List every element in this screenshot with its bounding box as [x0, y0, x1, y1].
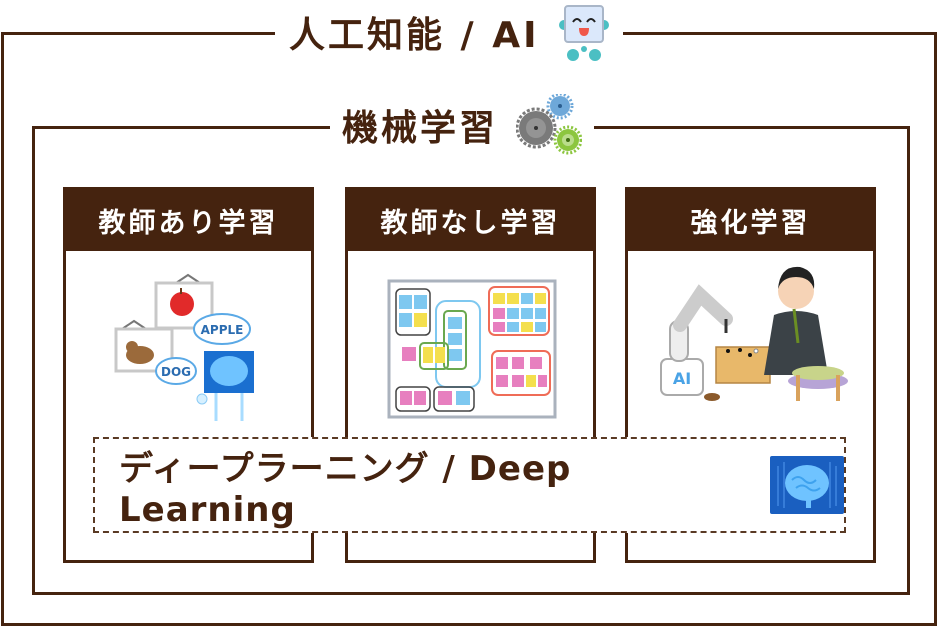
svg-text:APPLE: APPLE [201, 323, 244, 337]
supervised-learning-illustration: APPLE DOG [66, 251, 311, 436]
deep-learning-box: ディープラーニング / Deep Learning [93, 437, 846, 533]
card-header: 教師あり学習 [66, 190, 311, 251]
clustered-sticky-notes-illustration [348, 251, 593, 436]
robot-face-icon [559, 3, 610, 61]
gears-icon [516, 94, 583, 156]
card-reinforcement-learning: 強化学習 AI [625, 187, 876, 563]
card-header: 教師なし学習 [348, 190, 593, 251]
deep-learning-title: ディープラーニング / Deep Learning [119, 448, 572, 530]
ai-title: 人工知能 / AI [289, 15, 540, 56]
card-header: 強化学習 [628, 190, 873, 251]
ml-title: 機械学習 [342, 108, 499, 149]
robot-arm-playing-go-illustration: AI [628, 251, 873, 436]
ml-title-group: 機械学習 [330, 94, 595, 155]
brain-circuit-icon [770, 456, 844, 514]
ai-title-group: 人工知能 / AI [275, 3, 624, 61]
svg-text:DOG: DOG [161, 365, 191, 379]
svg-text:AI: AI [673, 369, 691, 388]
